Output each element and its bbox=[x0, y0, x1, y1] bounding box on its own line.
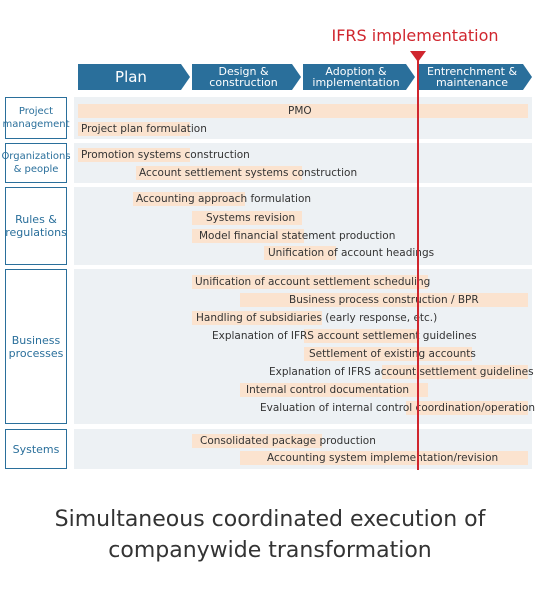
category-rules-regulations: Rules & regulations bbox=[5, 187, 67, 265]
phase-adoption-implementation: Adoption & implementation bbox=[303, 64, 415, 90]
task-explanation-ifrs-guidelines-2: Explanation of IFRS account settlement g… bbox=[269, 366, 534, 378]
category-systems: Systems bbox=[5, 429, 67, 469]
bar-promotion-systems-construction bbox=[78, 148, 190, 162]
task-accounting-approach-formulation: Accounting approach formulation bbox=[136, 193, 312, 205]
ifrs-timeline-line bbox=[417, 60, 419, 470]
phase-design-construction-label: Design & construction bbox=[209, 65, 278, 89]
caption-line-1: Simultaneous coordinated execution of bbox=[54, 507, 486, 532]
task-handling-subsidiaries: Handling of subsidiaries (early response… bbox=[196, 312, 438, 324]
bar-internal-control-documentation bbox=[240, 383, 428, 397]
phase-design-construction: Design & construction bbox=[192, 64, 301, 90]
bar-model-financial-statement-production bbox=[192, 229, 304, 243]
ifrs-marker-triangle bbox=[410, 51, 426, 62]
task-unification-account-headings: Unification of account headings bbox=[268, 247, 435, 259]
bar-unification-account-settlement-scheduling bbox=[192, 275, 428, 289]
bar-accounting-system-implementation bbox=[240, 451, 528, 465]
caption-line-2: companywide transformation bbox=[108, 538, 432, 563]
bar-unification-account-headings bbox=[264, 246, 336, 260]
task-explanation-ifrs-guidelines-1: Explanation of IFRS account settlement g… bbox=[212, 330, 477, 342]
bar-evaluation-internal-control bbox=[406, 401, 528, 415]
task-evaluation-internal-control: Evaluation of internal control coordinat… bbox=[260, 402, 536, 414]
task-model-financial-statement-production: Model financial statement production bbox=[199, 230, 396, 242]
bar-settlement-existing-accounts bbox=[304, 347, 472, 361]
task-business-process-construction: Business process construction / BPR bbox=[289, 294, 479, 306]
task-accounting-system-implementation: Accounting system implementation/revisio… bbox=[267, 452, 499, 464]
phase-entrenchment-maintenance-label: Entrenchment & maintenance bbox=[426, 65, 518, 89]
task-systems-revision: Systems revision bbox=[206, 212, 296, 224]
phase-plan-label: Plan bbox=[115, 67, 147, 86]
bar-explanation-ifrs-guidelines-1 bbox=[304, 329, 418, 343]
task-account-settlement-systems-construction: Account settlement systems construction bbox=[139, 167, 358, 179]
phase-adoption-implementation-label: Adoption & implementation bbox=[312, 65, 400, 89]
bar-project-plan-formulation bbox=[78, 122, 190, 136]
task-project-plan-formulation: Project plan formulation bbox=[81, 123, 207, 135]
bar-systems-revision bbox=[192, 211, 302, 225]
category-project-management: Project management bbox=[3, 97, 70, 139]
phase-plan: Plan bbox=[78, 64, 190, 90]
task-promotion-systems-construction: Promotion systems construction bbox=[81, 149, 250, 161]
bar-handling-subsidiaries bbox=[192, 311, 322, 325]
task-pmo: PMO bbox=[288, 105, 312, 117]
caption: Simultaneous coordinated execution of co… bbox=[0, 504, 540, 566]
category-business-processes: Business processes bbox=[5, 269, 67, 424]
category-organizations-people: Organizations & people bbox=[1, 143, 71, 183]
task-consolidated-package-production: Consolidated package production bbox=[200, 435, 376, 447]
phase-entrenchment-maintenance: Entrenchment & maintenance bbox=[418, 64, 532, 90]
task-internal-control-documentation: Internal control documentation bbox=[246, 384, 410, 396]
bar-consolidated-package-production bbox=[192, 434, 322, 448]
bar-business-process-construction bbox=[240, 293, 528, 307]
bar-account-settlement-systems-construction bbox=[136, 166, 302, 180]
bar-accounting-approach-formulation bbox=[133, 192, 245, 206]
ifrs-implementation-label: IFRS implementation bbox=[331, 26, 499, 45]
task-settlement-existing-accounts: Settlement of existing accounts bbox=[309, 348, 476, 360]
task-unification-account-settlement-scheduling: Unification of account settlement schedu… bbox=[195, 276, 431, 288]
bar-pmo bbox=[78, 104, 528, 118]
